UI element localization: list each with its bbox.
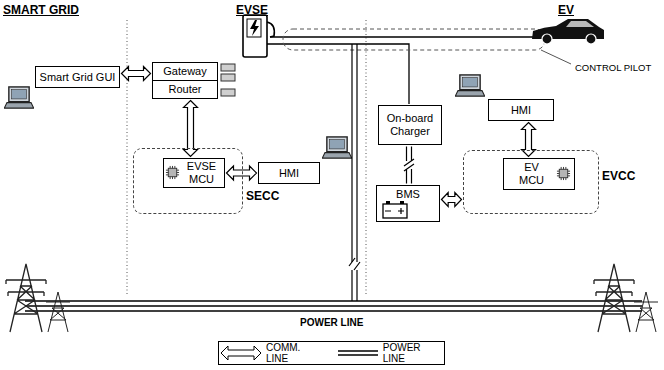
box-label: HMI [511, 104, 531, 117]
process-box: Gateway [152, 62, 218, 81]
laptop-icon [4, 87, 34, 108]
power-drop [349, 44, 360, 301]
legend-entry: POWER LINE [336, 342, 444, 364]
legend-label: COMM. LINE [266, 342, 324, 364]
power-line-sample [336, 346, 379, 360]
section-title: EVSE [236, 3, 268, 17]
callout-label: CONTROL PILOT [575, 62, 651, 73]
pilot-outline [283, 29, 545, 50]
monitor-icon [322, 137, 352, 158]
mcu-box: EV MCU [503, 158, 575, 190]
box-label: Smart Grid GUI [40, 71, 116, 84]
comm-arrow [122, 67, 151, 81]
box-label: On-board Charger [383, 112, 437, 137]
process-box: Smart Grid GUI [35, 66, 120, 88]
comm-arrow [522, 123, 536, 157]
pylon-icon [6, 264, 70, 332]
battery-icon [383, 201, 407, 218]
box-label: EVSE MCU [184, 160, 220, 185]
group-label: SECC [246, 189, 279, 203]
chip-icon [557, 167, 570, 180]
comm-line-sample [219, 346, 262, 360]
box-label: HMI [279, 167, 299, 180]
section-title: EV [558, 3, 574, 17]
comm-arrow [442, 193, 462, 207]
separator [366, 20, 367, 296]
charger-icon [243, 15, 274, 57]
chip-icon [166, 166, 179, 179]
section-title: SMART GRID [3, 3, 79, 17]
mcu-box: EVSE MCU [163, 158, 225, 188]
network-ports [221, 64, 235, 96]
legend-label: POWER LINE [383, 342, 444, 364]
process-box: HMI [488, 99, 554, 121]
power-line [25, 301, 642, 311]
car-icon [532, 19, 604, 44]
legend-entry: COMM. LINE [219, 342, 324, 364]
pylon-icon [594, 264, 658, 332]
box-label: Router [168, 83, 201, 96]
separator [127, 20, 128, 296]
laptop-icon [455, 75, 485, 96]
process-box: BMS [376, 185, 440, 222]
process-box: Router [152, 80, 218, 99]
pilot-cable [270, 36, 536, 37]
legend: COMM. LINE POWER LINE [218, 341, 445, 365]
line-label: POWER LINE [300, 317, 363, 328]
group-outline: SECCEVSE MCU [133, 148, 243, 214]
power-connector [404, 147, 414, 184]
leader-line [541, 50, 571, 64]
charge-cable [267, 44, 409, 104]
box-label: Gateway [163, 65, 206, 78]
box-label: EV MCU [516, 161, 548, 186]
group-outline: EVCCEV MCU [463, 150, 599, 214]
process-box: HMI [258, 162, 320, 184]
process-box: On-board Charger [378, 105, 442, 145]
box-label: BMS [396, 188, 420, 201]
group-label: EVCC [602, 169, 635, 183]
comm-arrow [227, 166, 257, 180]
